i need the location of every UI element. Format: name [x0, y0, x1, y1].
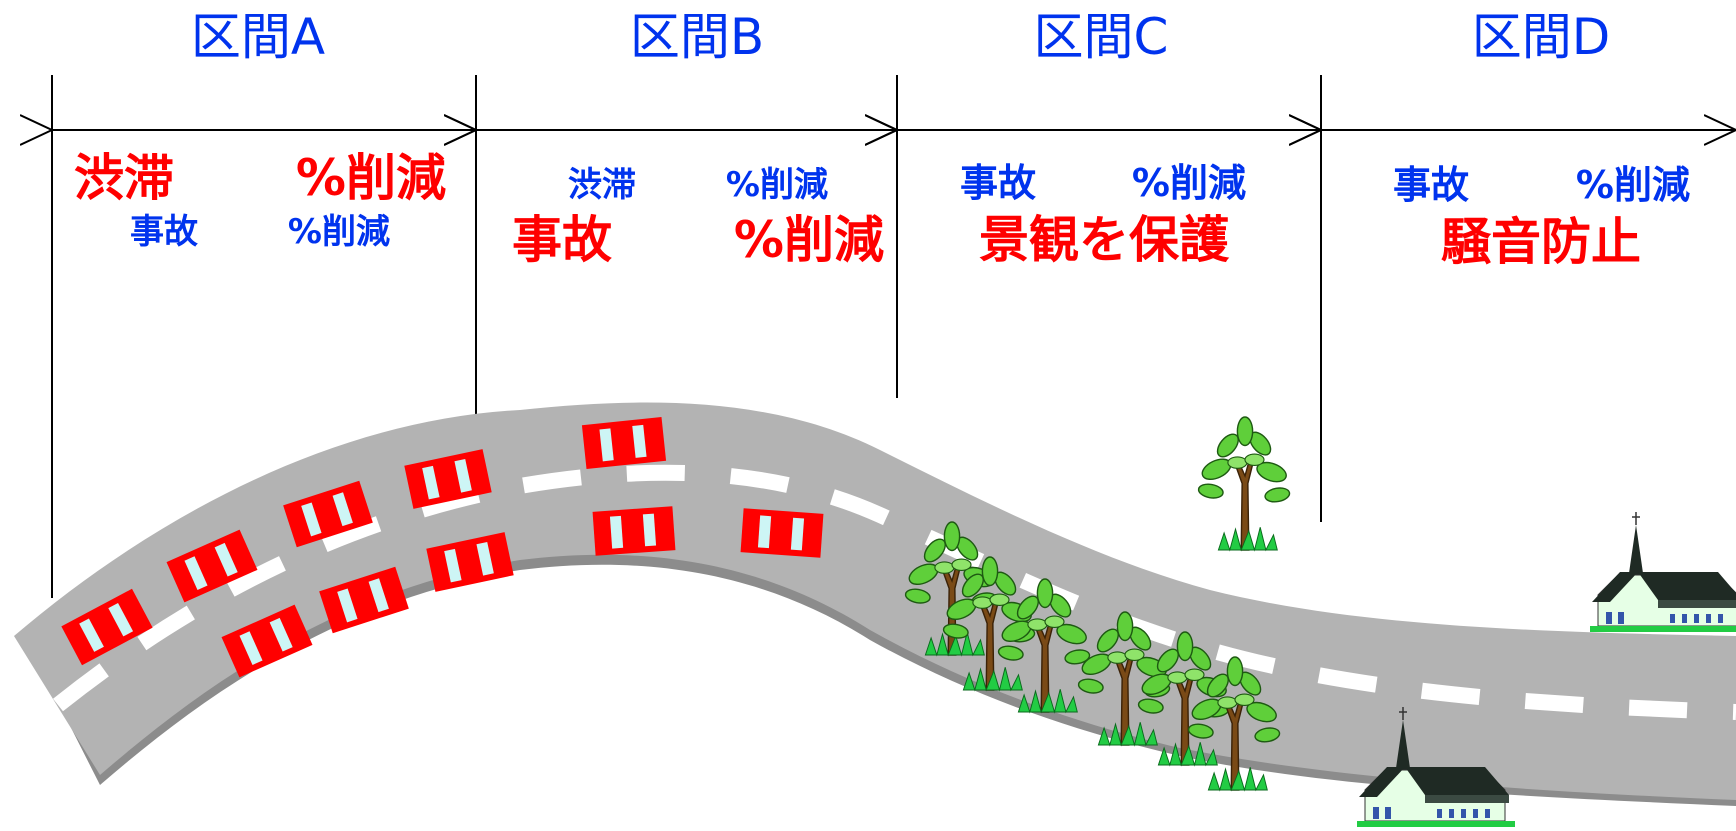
- car-icon: [592, 506, 676, 556]
- section-d-sub-suffix: %削減: [1576, 163, 1690, 207]
- car-icon: [740, 508, 824, 558]
- section-d-sub-label: 事故: [1393, 163, 1469, 207]
- section-c-sub-label: 事故: [960, 161, 1036, 205]
- section-a-sub-label: 事故: [130, 212, 198, 252]
- church-icon: [1589, 511, 1736, 633]
- tree-icon: [1196, 416, 1292, 551]
- road: [14, 402, 1736, 806]
- section-a-title: 区間A: [191, 8, 325, 66]
- section-a-main-label: 渋滞: [74, 149, 174, 207]
- section-a-main-suffix: %削減: [296, 149, 446, 207]
- section-b-main-label: 事故: [512, 211, 612, 269]
- section-b-sub-label: 渋滞: [568, 165, 636, 205]
- section-b-title: 区間B: [630, 8, 764, 66]
- section-c-sub-suffix: %削減: [1132, 161, 1246, 205]
- car-icon: [581, 416, 667, 470]
- section-c-title: 区間C: [1034, 8, 1169, 66]
- section-d-main-label: 騒音防止: [1441, 213, 1641, 271]
- section-a-sub-suffix: %削減: [288, 212, 390, 252]
- section-d-title: 区間D: [1472, 8, 1611, 66]
- section-b-sub-suffix: %削減: [726, 165, 828, 205]
- section-c-main-label: 景観を保護: [979, 211, 1230, 269]
- section-b-main-suffix: %削減: [734, 211, 884, 269]
